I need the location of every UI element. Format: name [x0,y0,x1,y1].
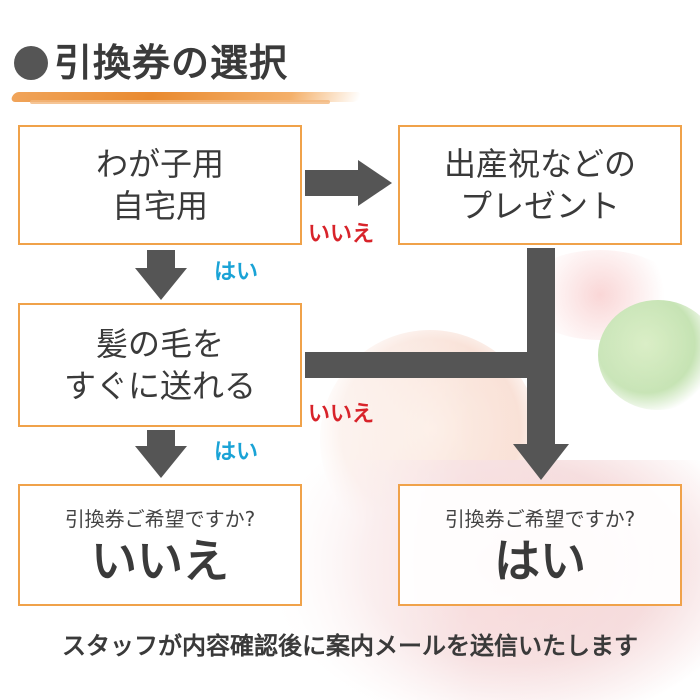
box-present-text: 出産祝などの プレゼント [443,144,636,225]
title-underline-brush-accent [30,100,330,104]
answer-yes-question: 引換券ご希望ですか? [444,507,636,532]
connector-line-horizontal [305,352,555,378]
box-own-use: わが子用 自宅用 [18,125,302,245]
box-answer-no: 引換券ご希望ですか? いいえ [18,484,302,606]
label-no-2: いいえ [308,402,375,427]
box-hair: 髪の毛を すぐに送れる [18,303,302,427]
box-present: 出産祝などの プレゼント [398,125,682,245]
footer-note: スタッフが内容確認後に案内メールを送信いたします [62,632,638,660]
box-own-use-text: わが子用 自宅用 [95,144,224,225]
answer-no-value: いいえ [91,534,229,589]
box-hair-text: 髪の毛を すぐに送れる [63,324,256,405]
answer-yes-value: はい [494,534,586,589]
label-no-1: いいえ [308,222,375,247]
label-yes-2: はい [214,440,259,465]
page-title: 引換券の選択 [14,32,288,87]
bullet-dot-icon [14,46,48,80]
page-title-text: 引換券の選択 [54,41,289,85]
label-yes-1: はい [214,260,259,285]
answer-no-question: 引換券ご希望ですか? [64,507,256,532]
box-answer-yes: 引換券ご希望ですか? はい [398,484,682,606]
